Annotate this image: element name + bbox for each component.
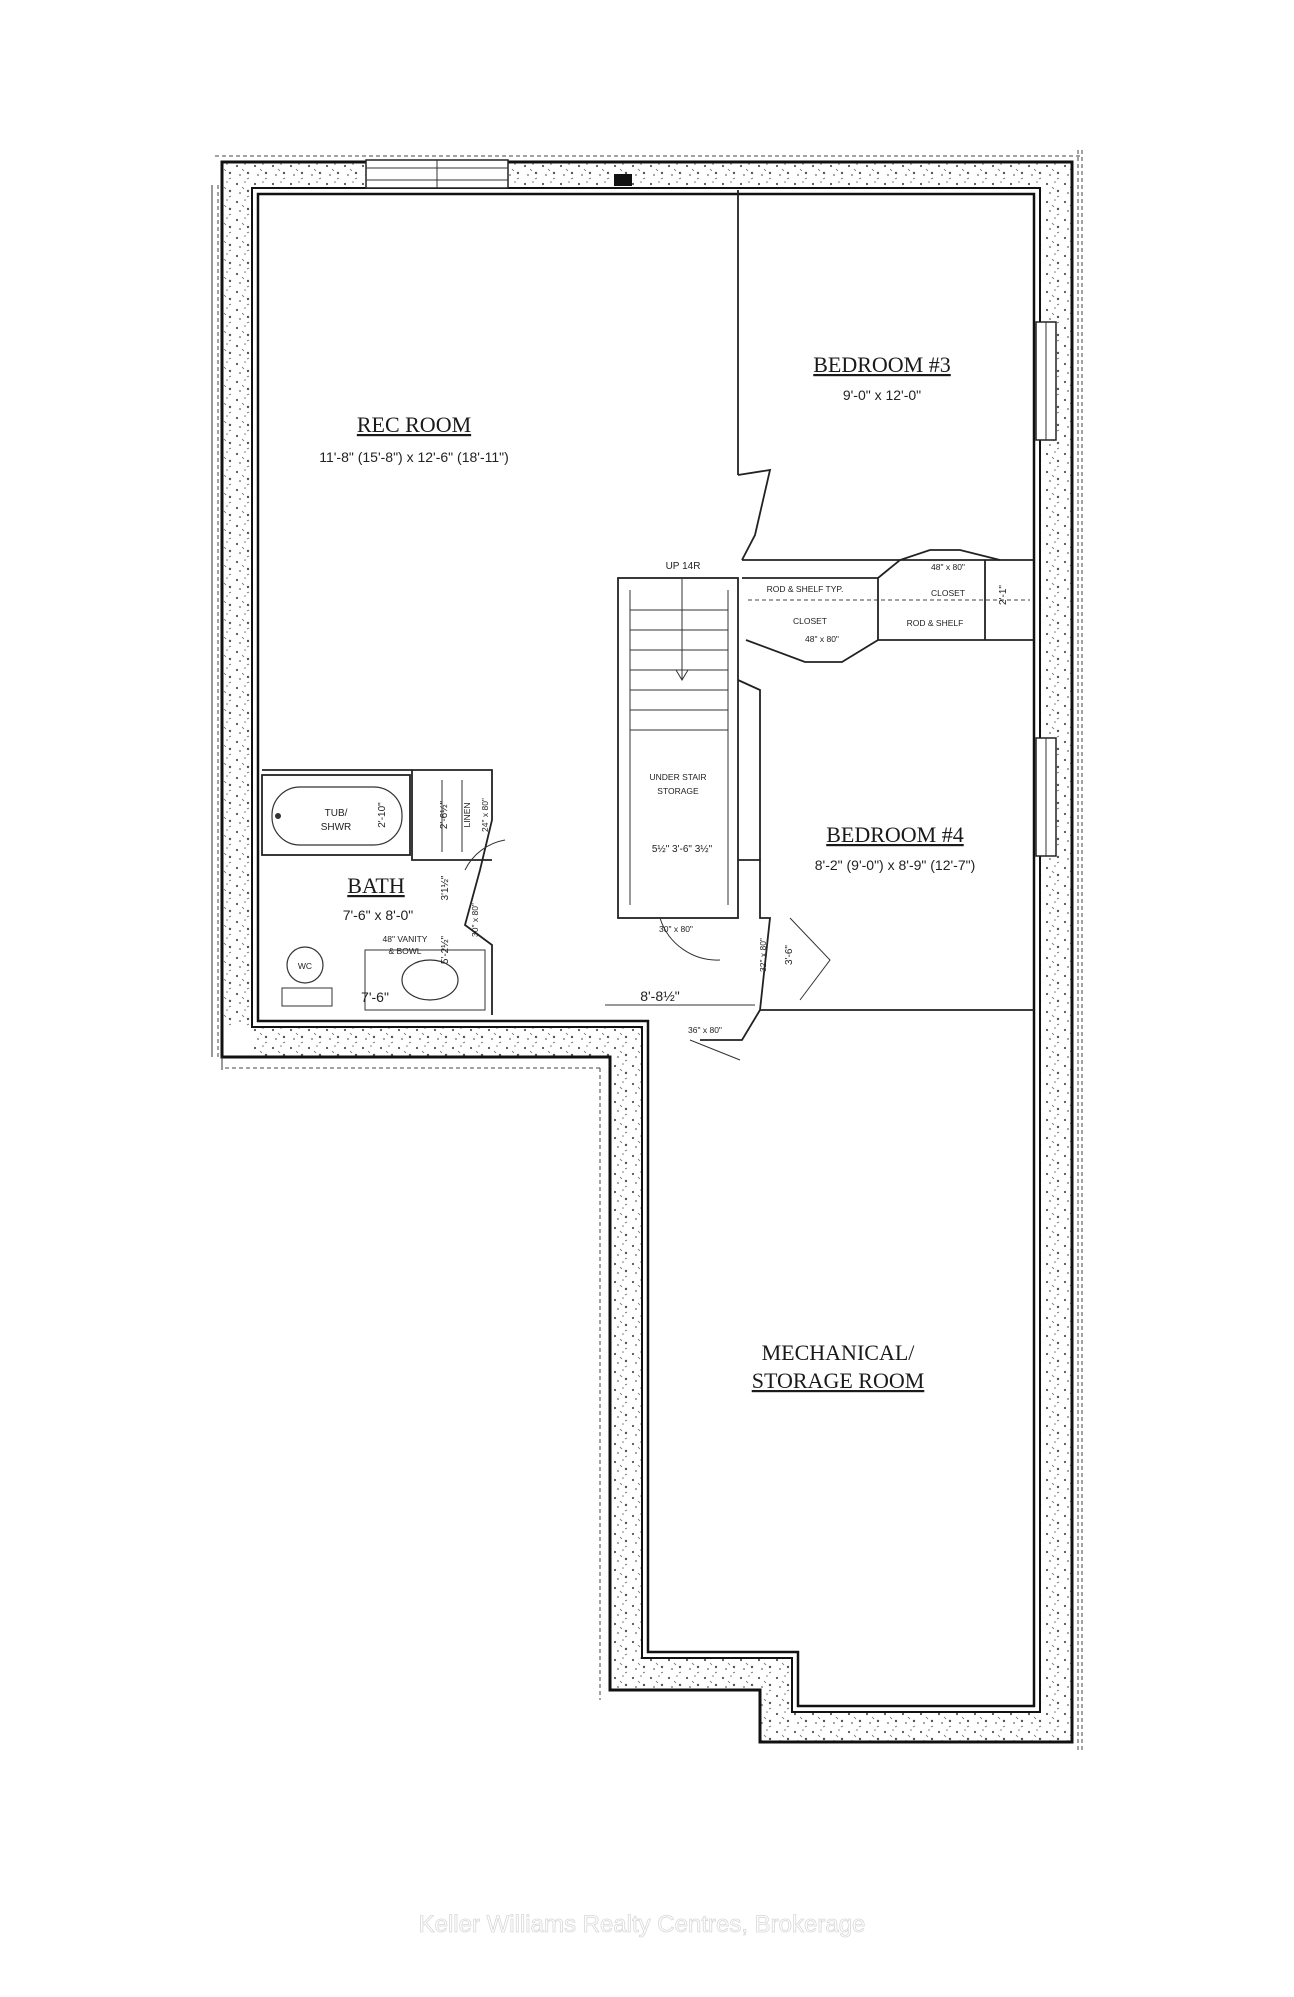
bed4-door-dim: 3'-6" xyxy=(784,945,795,965)
rec-room-dims: 11'-8" (15'-8") x 12'-6" (18'-11") xyxy=(319,449,509,465)
foundation-walls xyxy=(211,150,1083,1750)
bedroom4-dims: 8'-2" (9'-0") x 8'-9" (12'-7") xyxy=(815,857,976,873)
room-labels: REC ROOM 11'-8" (15'-8") x 12'-6" (18'-1… xyxy=(319,352,975,1393)
partitions xyxy=(261,190,1034,1061)
bath-title: BATH xyxy=(347,873,405,898)
annotations: TUB/ SHWR 2'-10" 2'-6½" LINEN 24" x 80" … xyxy=(298,561,1009,1035)
shwr-label: SHWR xyxy=(321,822,352,833)
vanity-label-2: & BOWL xyxy=(388,946,421,956)
linen-dim: 2'-6½" xyxy=(439,800,450,829)
linen-door: 24" x 80" xyxy=(480,798,490,832)
bath-dim-a: 3'1½" xyxy=(440,875,451,900)
bath-door: 30" x 80" xyxy=(470,903,480,937)
bath-width: 7'-6" xyxy=(361,989,389,1005)
linen-label: LINEN xyxy=(462,802,472,827)
hall-dim: 8'-8½" xyxy=(640,988,680,1004)
wc-label: WC xyxy=(298,961,312,971)
mech-door: 36" x 80" xyxy=(688,1025,722,1035)
rod-shelf-2: ROD & SHELF xyxy=(907,618,964,628)
rod-shelf-1: ROD & SHELF TYP. xyxy=(767,584,844,594)
closet-2-dim: 2'-1" xyxy=(998,585,1009,605)
stair-up-label: UP 14R xyxy=(666,561,701,572)
bedroom3-dims: 9'-0" x 12'-0" xyxy=(843,387,921,403)
vanity-label-1: 48" VANITY xyxy=(383,934,428,944)
windows xyxy=(365,159,1057,857)
stair-dims: 5½" 3'-6" 3½" xyxy=(652,844,713,855)
closet-2-door: 48" x 80" xyxy=(931,562,965,572)
bedroom4-title: BEDROOM #4 xyxy=(826,822,964,847)
mechanical-title-1: MECHANICAL/ xyxy=(762,1340,916,1365)
closet-1-door: 48" x 80" xyxy=(805,634,839,644)
bath-dims: 7'-6" x 8'-0" xyxy=(343,907,414,923)
tub-label: TUB/ xyxy=(325,808,348,819)
closet-2: CLOSET xyxy=(931,588,965,598)
tub-dim: 2'-10" xyxy=(377,802,388,828)
under-stair-1: UNDER STAIR xyxy=(650,772,707,782)
bed4-door: 32" x 80" xyxy=(758,938,768,972)
closet-1: CLOSET xyxy=(793,616,827,626)
bath-dim-b: 5'-2½" xyxy=(440,935,451,964)
stair-door: 30" x 80" xyxy=(659,924,693,934)
bedroom3-title: BEDROOM #3 xyxy=(813,352,951,377)
brokerage-watermark: Keller Williams Realty Centres, Brokerag… xyxy=(419,1911,866,1938)
under-stair-2: STORAGE xyxy=(657,786,699,796)
rec-room-title: REC ROOM xyxy=(357,412,471,437)
mechanical-title-2: STORAGE ROOM xyxy=(752,1368,925,1393)
